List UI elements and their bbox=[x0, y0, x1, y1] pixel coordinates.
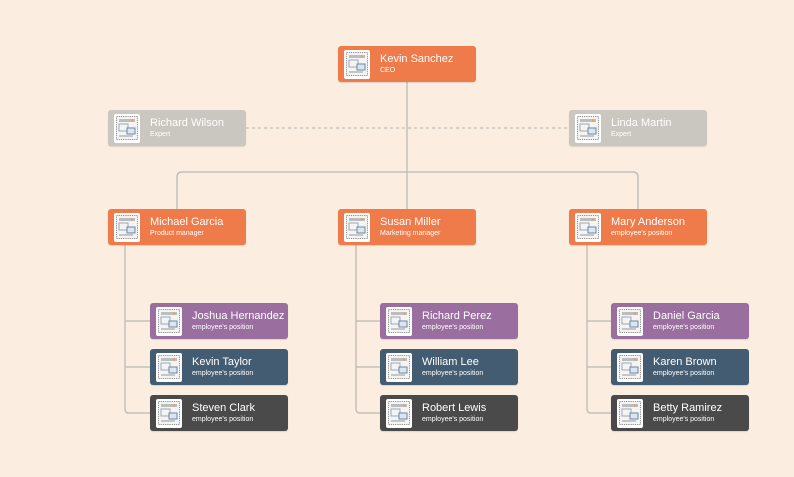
employee-position: employee's position bbox=[422, 416, 484, 423]
employee-node[interactable]: Joshua Hernandez employee's position bbox=[150, 303, 288, 339]
manager-node[interactable]: Mary Anderson employee's position bbox=[569, 209, 707, 245]
employee-node[interactable]: Betty Ramirez employee's position bbox=[611, 395, 749, 431]
employee-node[interactable]: Steven Clark employee's position bbox=[150, 395, 288, 431]
employee-position: employee's position bbox=[653, 370, 715, 377]
employee-position: employee's position bbox=[653, 324, 715, 331]
employee-position: employee's position bbox=[422, 370, 484, 377]
photo-placeholder-icon bbox=[575, 212, 601, 242]
employee-name: Richard Perez bbox=[422, 310, 492, 322]
photo-placeholder-icon bbox=[386, 352, 412, 382]
node-text: Steven Clark employee's position bbox=[192, 402, 255, 424]
employee-position: Product manager bbox=[150, 230, 204, 237]
employee-position: Expert bbox=[150, 131, 171, 138]
photo-placeholder-icon bbox=[617, 306, 643, 336]
employee-position: employee's position bbox=[192, 416, 254, 423]
employee-name: Steven Clark bbox=[192, 402, 255, 414]
photo-placeholder-icon bbox=[617, 398, 643, 428]
employee-name: Richard Wilson bbox=[150, 117, 224, 129]
reporting-line bbox=[124, 245, 150, 414]
employee-name: Daniel Garcia bbox=[653, 310, 720, 322]
employee-name: Mary Anderson bbox=[611, 216, 685, 228]
node-text: Mary Anderson employee's position bbox=[611, 216, 685, 238]
employee-name: Betty Ramirez bbox=[653, 402, 723, 414]
node-text: Richard Perez employee's position bbox=[422, 310, 492, 332]
employee-position: employee's position bbox=[653, 416, 715, 423]
node-text: Robert Lewis employee's position bbox=[422, 402, 487, 424]
employee-name: Susan Miller bbox=[380, 216, 441, 228]
employee-node[interactable]: Robert Lewis employee's position bbox=[380, 395, 518, 431]
employee-node[interactable]: William Lee employee's position bbox=[380, 349, 518, 385]
photo-placeholder-icon bbox=[156, 352, 182, 382]
node-text: Betty Ramirez employee's position bbox=[653, 402, 723, 424]
photo-placeholder-icon bbox=[114, 113, 140, 143]
reporting-line bbox=[586, 245, 611, 414]
photo-placeholder-icon bbox=[344, 49, 370, 79]
employee-name: Karen Brown bbox=[653, 356, 717, 368]
employee-name: Joshua Hernandez bbox=[192, 310, 285, 322]
node-text: Joshua Hernandez employee's position bbox=[192, 310, 285, 332]
employee-name: Kevin Sanchez bbox=[380, 53, 454, 65]
node-text: William Lee employee's position bbox=[422, 356, 484, 378]
photo-placeholder-icon bbox=[114, 212, 140, 242]
node-text: Daniel Garcia employee's position bbox=[653, 310, 720, 332]
employee-position: employee's position bbox=[192, 324, 254, 331]
employee-position: employee's position bbox=[611, 230, 673, 237]
photo-placeholder-icon bbox=[617, 352, 643, 382]
photo-placeholder-icon bbox=[344, 212, 370, 242]
employee-node[interactable]: Daniel Garcia employee's position bbox=[611, 303, 749, 339]
employee-position: CEO bbox=[380, 67, 396, 74]
photo-placeholder-icon bbox=[156, 398, 182, 428]
reporting-line bbox=[176, 171, 639, 209]
reporting-line bbox=[355, 245, 380, 414]
employee-position: Marketing manager bbox=[380, 230, 441, 237]
employee-name: Kevin Taylor bbox=[192, 356, 252, 368]
employee-position: Expert bbox=[611, 131, 632, 138]
node-text: Karen Brown employee's position bbox=[653, 356, 717, 378]
photo-placeholder-icon bbox=[575, 113, 601, 143]
node-text: Kevin Taylor employee's position bbox=[192, 356, 254, 378]
employee-node[interactable]: Kevin Taylor employee's position bbox=[150, 349, 288, 385]
employee-name: Robert Lewis bbox=[422, 402, 487, 414]
photo-placeholder-icon bbox=[386, 306, 412, 336]
photo-placeholder-icon bbox=[386, 398, 412, 428]
photo-placeholder-icon bbox=[156, 306, 182, 336]
employee-name: Michael Garcia bbox=[150, 216, 224, 228]
employee-name: William Lee bbox=[422, 356, 479, 368]
employee-position: employee's position bbox=[192, 370, 254, 377]
employee-position: employee's position bbox=[422, 324, 484, 331]
employee-name: Linda Martin bbox=[611, 117, 672, 129]
employee-node[interactable]: Karen Brown employee's position bbox=[611, 349, 749, 385]
employee-node[interactable]: Richard Perez employee's position bbox=[380, 303, 518, 339]
